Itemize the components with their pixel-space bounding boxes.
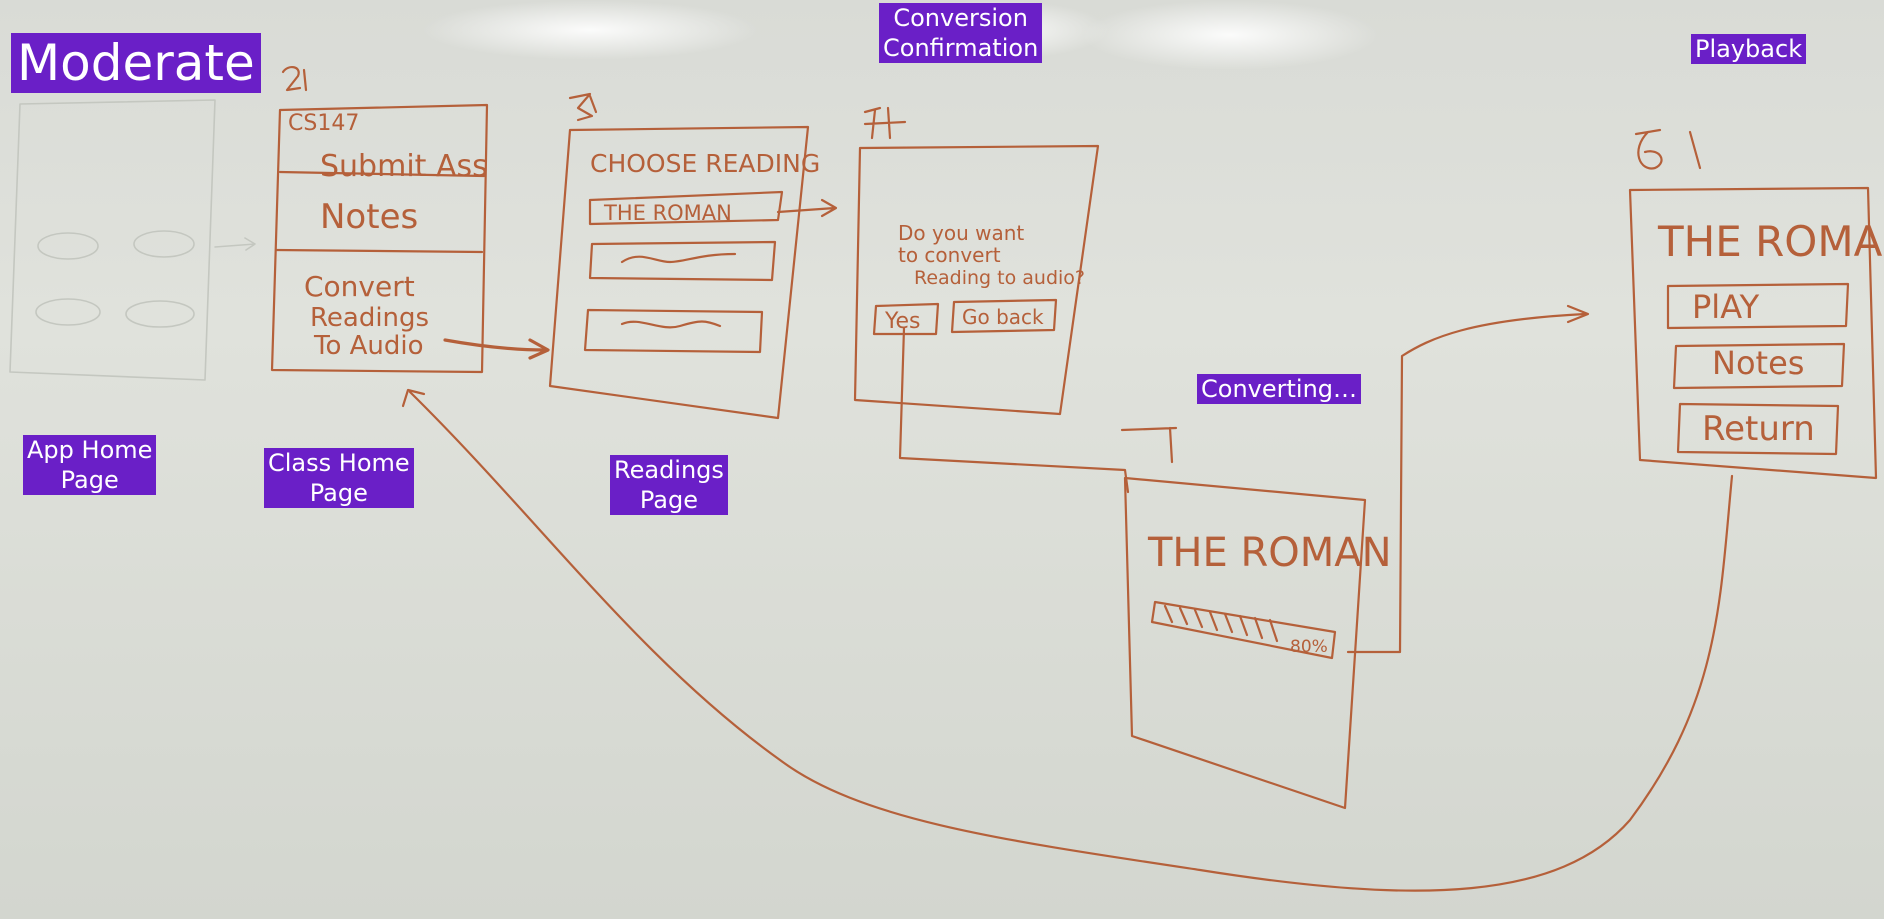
- arrow-2-to-3: [443, 338, 547, 352]
- frame-4-question-line-1: Do you want: [898, 221, 1024, 245]
- frame-2-item-notes: Notes: [320, 197, 418, 237]
- frame-3-heading: CHOOSE READING: [590, 149, 820, 178]
- frame-4-go-back: Go back: [962, 305, 1044, 329]
- arrow-5-to-6: [1346, 312, 1587, 654]
- frame-5-converting: [1120, 426, 1367, 810]
- frame-2-convert-line-1: Convert: [304, 270, 415, 303]
- frame-2-convert-line-3: To Audio: [313, 331, 424, 361]
- frame-5-title: THE ROMAN: [1147, 530, 1392, 576]
- frame-4-question-line-3: Reading to audio?: [914, 267, 1085, 289]
- label-playback: Playback: [1691, 34, 1807, 64]
- progress-text: 80%: [1290, 637, 1328, 657]
- frame-2-class-home: [270, 66, 489, 374]
- frame-1-app-home: [9, 99, 256, 381]
- frame-3-selected-reading: THE ROMAN: [603, 201, 732, 225]
- arrow-4-to-5: [898, 326, 1130, 494]
- label-converting: Converting…: [1197, 374, 1362, 404]
- arrow-return-to-class-home: [408, 390, 1734, 892]
- light-glare: [1080, 0, 1380, 70]
- frame-6-notes-button: Notes: [1712, 344, 1804, 382]
- frame-4-question-line-2: to convert: [898, 243, 1001, 267]
- frame-4-conversion: [853, 106, 1100, 416]
- frame-6-playback: [1628, 128, 1878, 480]
- frame-6-return-button: Return: [1702, 409, 1815, 449]
- frame-3-readings: [548, 92, 838, 420]
- frame-2-convert-line-2: Readings: [310, 303, 429, 333]
- frame-2-course: CS147: [288, 111, 359, 136]
- frame-6-title: THE ROMAN: [1657, 217, 1884, 266]
- frame-6-play-button: PlAY: [1692, 288, 1760, 326]
- frame-2-item-submit: Submit Ass: [320, 149, 488, 184]
- frame-4-yes: Yes: [884, 309, 921, 334]
- light-glare: [420, 0, 760, 60]
- page-title: Moderate: [11, 33, 261, 93]
